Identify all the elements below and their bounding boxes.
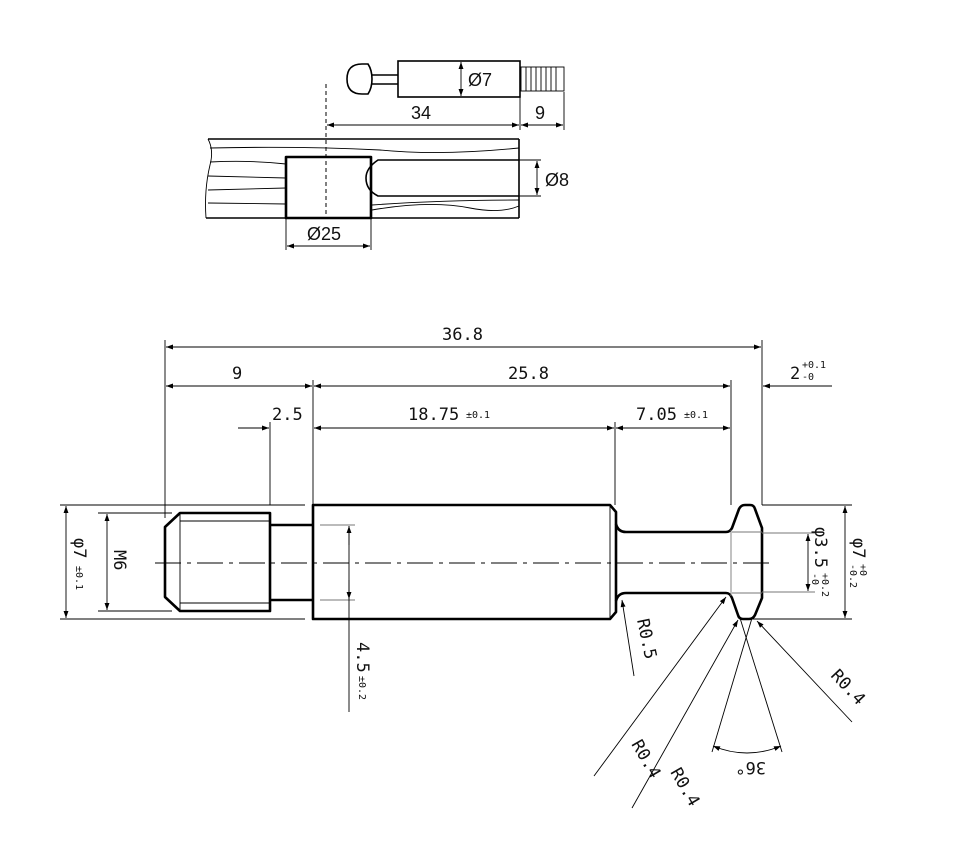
hole-diameter-label: Ø8 xyxy=(545,170,569,190)
groove-diameter-tol-upper: +0.2 xyxy=(819,573,830,597)
fillet-body-label: R0.5 xyxy=(632,617,660,661)
fillet-head-label-1: R0.4 xyxy=(627,737,665,782)
neck-diameter-tol: ±0.2 xyxy=(356,676,367,700)
groove-diameter-label: φ3.5 xyxy=(810,527,830,568)
body-length-tol: ±0.1 xyxy=(466,410,490,421)
connector-bolt xyxy=(346,60,565,98)
bolt-length-label: 34 xyxy=(411,103,431,123)
thread-size-label: M6 xyxy=(109,550,129,570)
fillet-head-label-3: R0.4 xyxy=(826,666,869,710)
assembly-view: Ø7 34 9 Ø8 Ø25 xyxy=(205,60,569,250)
bolt-diameter-label: Ø7 xyxy=(468,70,492,90)
head-diameter-label: φ7 xyxy=(848,538,868,558)
cam-housing xyxy=(284,155,373,220)
thread-length-label: 9 xyxy=(535,103,545,123)
head-angle-label: 36° xyxy=(735,757,766,777)
part-view: 36.8 9 25.8 2 +0.1 -0 2.5 18.75 ±0.1 7.0… xyxy=(60,325,869,810)
head-diameter-tol-upper: +0 xyxy=(857,564,868,576)
outer-diameter-tol: ±0.1 xyxy=(73,566,84,590)
head xyxy=(614,503,764,621)
head-width-tol-lower: -0 xyxy=(802,372,814,383)
outer-diameter-label: φ7 xyxy=(69,538,89,558)
groove-diameter-tol-lower: -0 xyxy=(809,573,820,585)
groove-length-tol: ±0.1 xyxy=(684,410,708,421)
fillet-head-label-2: R0.4 xyxy=(666,765,704,810)
neck-diameter-label: 4.5 xyxy=(352,642,372,673)
overall-length-label: 36.8 xyxy=(442,325,483,345)
groove-length-label: 7.05 xyxy=(636,405,677,425)
head-diameter-tol-lower: -0.2 xyxy=(847,564,858,588)
wood-panel xyxy=(205,138,520,219)
head-width-tol-upper: +0.1 xyxy=(802,360,826,371)
neck-length-label: 2.5 xyxy=(272,405,303,425)
threaded-end xyxy=(163,511,272,613)
thread-length-label: 9 xyxy=(232,364,242,384)
head-width-label: 2 xyxy=(790,364,800,384)
shank-length-label: 25.8 xyxy=(508,364,549,384)
body-length-label: 18.75 xyxy=(408,405,459,425)
body xyxy=(311,503,618,621)
cam-diameter-label: Ø25 xyxy=(307,224,341,244)
